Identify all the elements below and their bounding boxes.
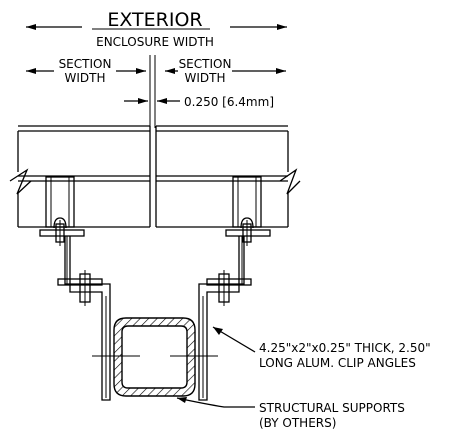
left-width-label: WIDTH	[65, 71, 106, 85]
enclosure-width-dimension	[26, 24, 287, 30]
left-clip-angle	[57, 236, 111, 401]
structural-support-callout-line2: (BY OTHERS)	[259, 416, 336, 430]
structural-support-callout-line1: STRUCTURAL SUPPORTS	[259, 401, 405, 415]
left-panel-bracket	[39, 176, 85, 246]
clip-angle-leader	[212, 326, 256, 353]
structural-support-leader	[176, 397, 255, 408]
gap-dimension	[124, 98, 180, 104]
exterior-label: EXTERIOR	[107, 9, 202, 31]
left-section-label: SECTION	[59, 57, 112, 71]
clip-angle-callout-line2: LONG ALUM. CLIP ANGLES	[259, 356, 416, 370]
structural-support-tube	[113, 317, 196, 397]
right-clip-angle	[198, 236, 252, 401]
right-enclosure-panel	[155, 125, 301, 228]
clip-angle-callout-line1: 4.25"x2"x0.25" THICK, 2.50"	[259, 341, 431, 355]
right-panel-bracket	[225, 176, 271, 246]
right-width-label: WIDTH	[185, 71, 226, 85]
enclosure-width-label: ENCLOSURE WIDTH	[96, 35, 214, 49]
left-enclosure-panel	[9, 125, 151, 228]
gap-dimension-label: 0.250 [6.4mm]	[184, 95, 274, 109]
section-width-dimensions	[26, 68, 286, 74]
right-section-label: SECTION	[179, 57, 232, 71]
